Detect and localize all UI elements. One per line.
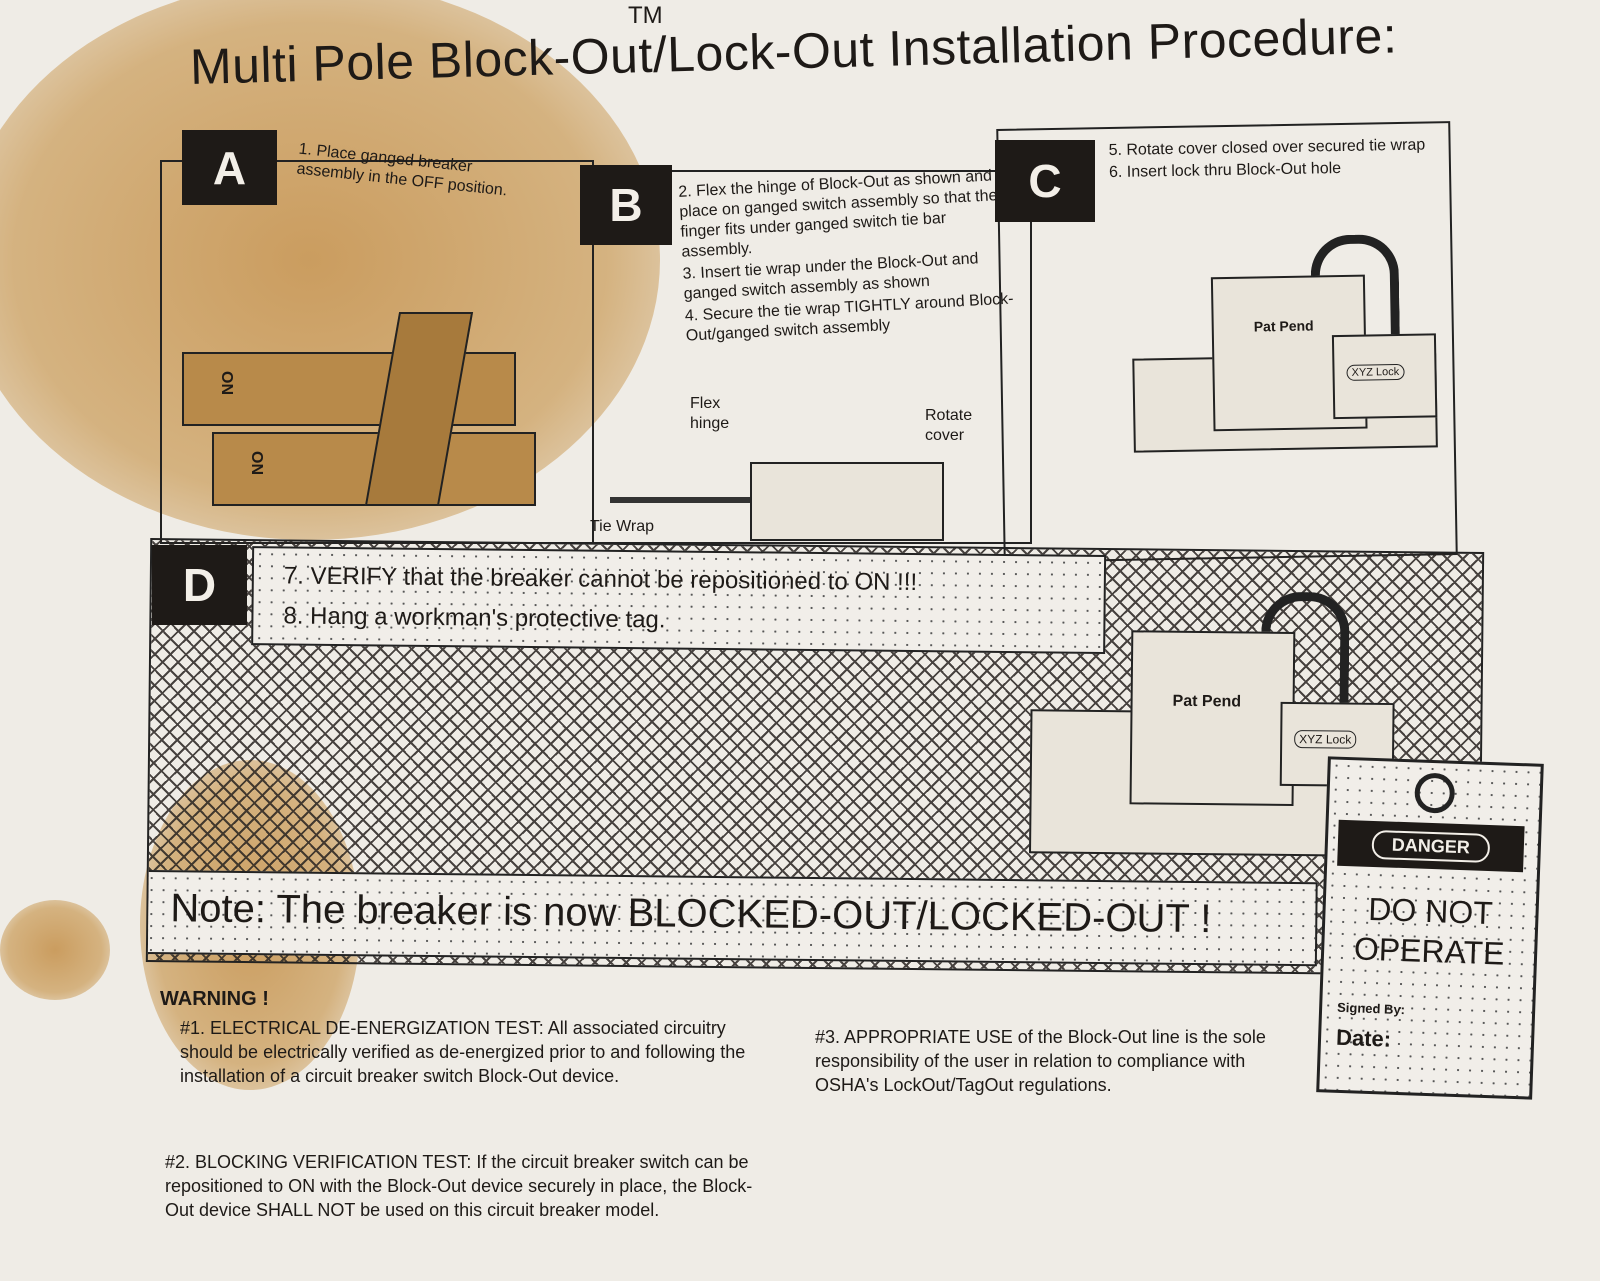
signed-by-field: Signed By: bbox=[1336, 999, 1406, 1018]
panel-c-steps: 5. Rotate cover closed over secured tie … bbox=[1108, 135, 1429, 185]
switch-label: ON bbox=[248, 451, 265, 475]
panel-d: 7. VERIFY that the breaker cannot be rep… bbox=[145, 538, 1485, 976]
tie-wrap-label: Tie Wrap bbox=[590, 518, 655, 535]
block-out-illustration bbox=[750, 462, 944, 541]
warning-heading: WARNING ! bbox=[160, 988, 269, 1010]
do-not-label: DO NOT bbox=[1367, 890, 1494, 932]
breaker-illustration: ON bbox=[182, 352, 516, 426]
rotate-cover-label: Rotate cover bbox=[925, 407, 973, 444]
warning-item-2: #2. BLOCKING VERIFICATION TEST: If the c… bbox=[165, 1152, 753, 1220]
panel-letter-a: A bbox=[182, 130, 277, 205]
flex-hinge-label: Flex hinge bbox=[690, 395, 730, 432]
trademark-mark: TM bbox=[628, 2, 663, 29]
step-5: 5. Rotate cover closed over secured tie … bbox=[1108, 136, 1426, 160]
warning-item-3: #3. APPROPRIATE USE of the Block-Out lin… bbox=[815, 1027, 1266, 1095]
padlock: XYZ Lock bbox=[1331, 333, 1438, 420]
step-8: 8. Hang a workman's protective tag. bbox=[283, 602, 666, 634]
block-out-device: Pat Pend bbox=[1129, 630, 1296, 807]
step-6: 6. Insert lock thru Block-Out hole bbox=[1108, 159, 1342, 182]
step-2: 2. Flex the hinge of Block-Out as shown … bbox=[677, 167, 998, 261]
note-text: Note: The breaker is now BLOCKED-OUT/LOC… bbox=[170, 886, 1212, 942]
panel-letter-d: D bbox=[152, 545, 247, 625]
note-box: Note: The breaker is now BLOCKED-OUT/LOC… bbox=[145, 869, 1318, 967]
pat-pend-label: Pat Pend bbox=[1172, 692, 1242, 711]
instruction-box: 7. VERIFY that the breaker cannot be rep… bbox=[251, 546, 1107, 655]
warning-item-1: #1. ELECTRICAL DE-ENERGIZATION TEST: All… bbox=[180, 1018, 746, 1086]
pat-pend-label: Pat Pend bbox=[1253, 317, 1314, 335]
tag-header: DANGER bbox=[1337, 819, 1525, 873]
coffee-stain bbox=[0, 900, 110, 1000]
operate-label: OPERATE bbox=[1353, 930, 1506, 972]
date-field: Date: bbox=[1335, 1024, 1392, 1052]
switch-label: ON bbox=[218, 371, 235, 395]
panel-a: 1. Place ganged breaker assembly in the … bbox=[160, 141, 594, 544]
tie-wrap-illustration bbox=[610, 497, 810, 503]
step-7: 7. VERIFY that the breaker cannot be rep… bbox=[283, 562, 918, 597]
panel-b-steps: 2. Flex the hinge of Block-Out as shown … bbox=[678, 165, 1021, 348]
panel-letter-b: B bbox=[580, 165, 672, 245]
tag-eyelet bbox=[1414, 772, 1456, 814]
panel-b: 2. Flex the hinge of Block-Out as shown … bbox=[590, 167, 1032, 544]
danger-label: DANGER bbox=[1371, 829, 1491, 863]
lock-label: XYZ Lock bbox=[1346, 363, 1405, 381]
lock-label: XYZ Lock bbox=[1294, 730, 1357, 749]
danger-tag: DANGER DO NOT OPERATE Signed By: Date: bbox=[1316, 756, 1544, 1100]
panel-letter-c: C bbox=[995, 140, 1095, 222]
